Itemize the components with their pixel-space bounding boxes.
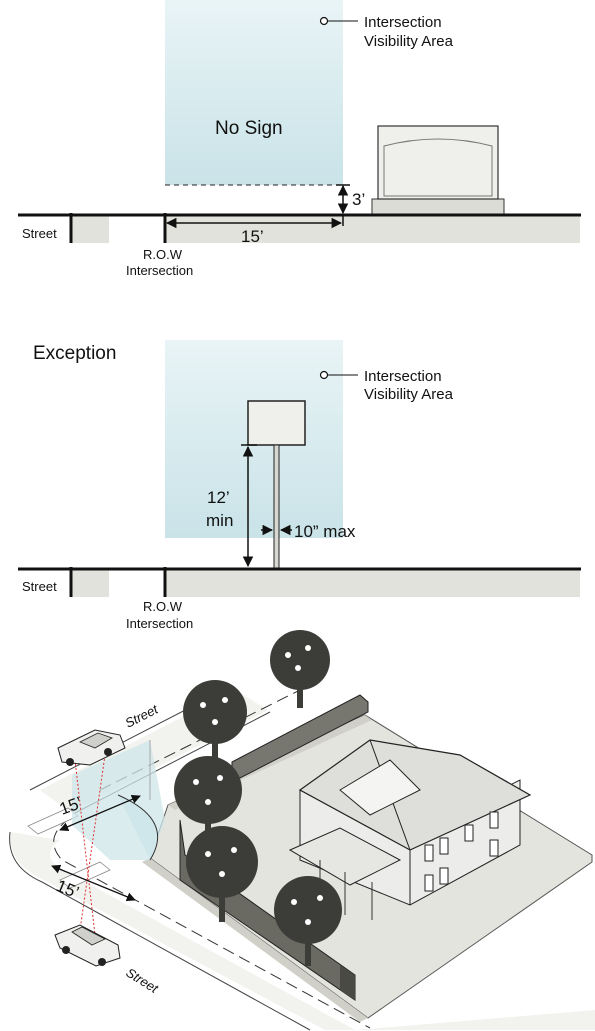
pole-sign-panel xyxy=(247,400,306,446)
visibility-area-top xyxy=(165,0,343,185)
legend-label-line2: Visibility Area xyxy=(364,33,454,50)
legend-label-line1: Intersection xyxy=(364,368,442,385)
bottom-panel-isometric: 15’ 15’ xyxy=(9,630,595,1031)
car-bottom xyxy=(54,924,121,967)
tree xyxy=(274,876,342,966)
tree xyxy=(183,680,247,764)
clearance-label-line1: 12’ xyxy=(207,488,230,507)
curb-strip-top xyxy=(71,215,109,243)
post-width-label: 10” max xyxy=(294,522,356,541)
ground-top xyxy=(165,215,580,243)
no-sign-label: No Sign xyxy=(215,118,283,139)
row-label-top-line2: Intersection xyxy=(126,263,193,278)
clearance-label-line2: min xyxy=(206,511,233,530)
tree xyxy=(270,630,330,708)
car-top xyxy=(57,729,126,766)
height-label: 3’ xyxy=(352,190,365,209)
street-label-middle: Street xyxy=(22,579,57,594)
monument-sign xyxy=(371,125,505,215)
row-label-middle-line1: R.O.W xyxy=(143,599,183,614)
street-label-iso-top: Street xyxy=(123,701,162,731)
distance-arrow-2 xyxy=(51,864,136,902)
tree xyxy=(186,826,258,922)
legend-label-line1: Intersection xyxy=(364,14,442,31)
top-panel: Intersection Visibility Area No Sign 3’ … xyxy=(18,0,581,278)
street-label-iso-bottom: Street xyxy=(123,965,162,997)
row-label-top-line1: R.O.W xyxy=(143,247,183,262)
row-label-middle-line2: Intersection xyxy=(126,616,193,631)
house xyxy=(288,739,532,920)
legend-marker-icon xyxy=(319,370,329,380)
legend-label-line2: Visibility Area xyxy=(364,386,454,403)
curb-strip-middle xyxy=(71,569,109,597)
exception-title: Exception xyxy=(33,343,116,364)
pole-sign-post xyxy=(273,444,280,569)
distance-label: 15’ xyxy=(241,227,264,246)
distance-arrow-1 xyxy=(59,795,141,831)
middle-panel: Exception Intersection Visibility Area 1… xyxy=(18,340,581,631)
ground-middle xyxy=(165,569,580,597)
street-label-top: Street xyxy=(22,226,57,241)
legend-marker-icon xyxy=(319,16,329,26)
